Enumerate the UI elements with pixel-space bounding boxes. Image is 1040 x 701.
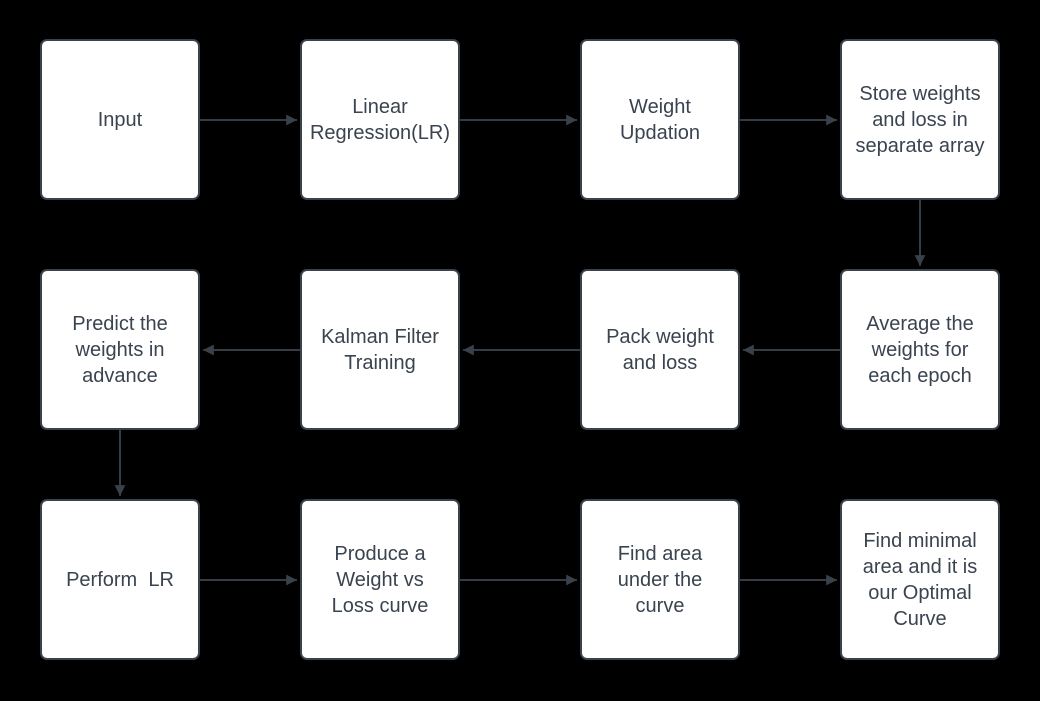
flow-node-pack-weight-loss: Pack weight and loss	[580, 269, 740, 430]
flow-node-input: Input	[40, 39, 200, 200]
flow-node-find-minimal-area: Find minimal area and it is our Optimal …	[840, 499, 1000, 660]
flow-node-produce-curve: Produce a Weight vs Loss curve	[300, 499, 460, 660]
flow-node-predict-weights: Predict the weights in advance	[40, 269, 200, 430]
flow-node-perform-lr: Perform LR	[40, 499, 200, 660]
flow-node-average-weights: Average the weights for each epoch	[840, 269, 1000, 430]
flow-node-kalman-filter-training: Kalman Filter Training	[300, 269, 460, 430]
flow-node-find-area: Find area under the curve	[580, 499, 740, 660]
flow-node-linear-regression: Linear Regression(LR)	[300, 39, 460, 200]
flow-node-store-weights: Store weights and loss in separate array	[840, 39, 1000, 200]
flow-node-weight-updation: Weight Updation	[580, 39, 740, 200]
